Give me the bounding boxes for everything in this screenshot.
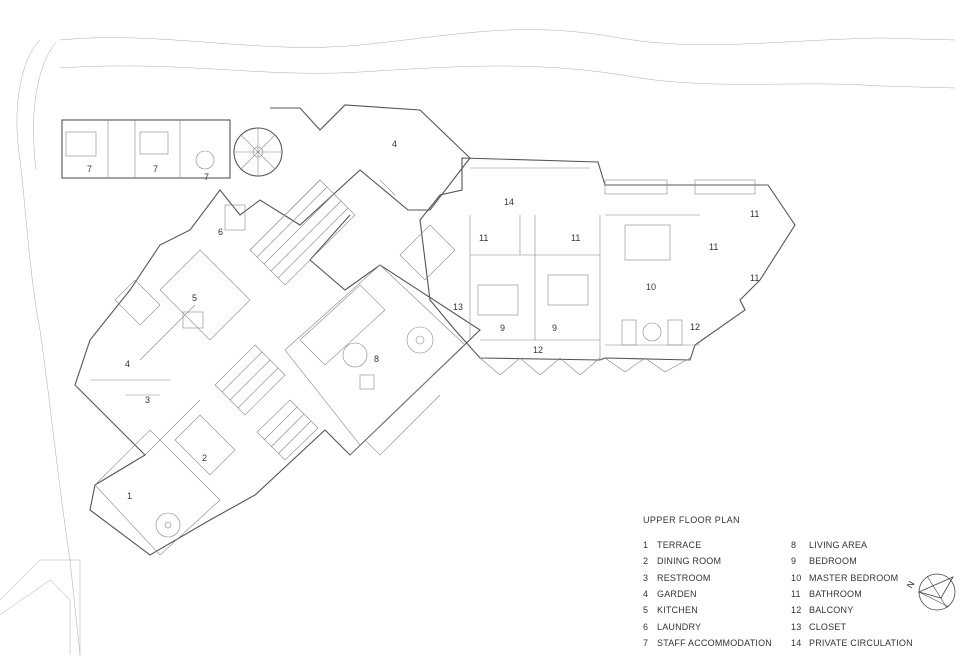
label-bathroom-5: 11	[750, 273, 759, 283]
label-staff-2: 7	[153, 164, 158, 174]
main-stairs	[114, 179, 456, 461]
site-curve-left-2	[33, 41, 57, 171]
label-staff-1: 7	[87, 164, 92, 174]
label-private-circulation: 14	[504, 197, 514, 207]
site-curve-top	[59, 29, 956, 48]
staff-accommodation-block	[61, 119, 231, 179]
main-wing-partitions	[90, 179, 396, 456]
balcony-bays	[349, 339, 700, 456]
bedroom-wing-partitions	[469, 167, 756, 360]
site-curve-left	[16, 39, 81, 656]
label-garden-1: 4	[392, 139, 397, 149]
label-laundry: 6	[218, 227, 223, 237]
label-terrace: 1	[127, 491, 132, 501]
north-label: N	[905, 579, 917, 590]
label-restroom: 3	[145, 395, 150, 405]
label-bedroom-2: 9	[552, 323, 557, 333]
label-bathroom-3: 11	[709, 242, 718, 252]
bedroom-wing-outline	[419, 157, 796, 361]
living-area-furniture	[284, 264, 466, 446]
main-wing-outline	[74, 104, 481, 556]
label-bedroom-1: 9	[500, 323, 505, 333]
label-closet: 13	[453, 302, 463, 312]
label-staff-3: 7	[204, 172, 209, 182]
plan-title: UPPER FLOOR PLAN	[643, 515, 740, 525]
label-balcony-1: 12	[533, 345, 543, 355]
label-kitchen: 5	[192, 293, 197, 303]
label-bathroom-2: 11	[571, 233, 580, 243]
label-balcony-2: 12	[690, 322, 700, 332]
terrace-furniture	[94, 429, 221, 556]
site-curve-top-2	[59, 65, 956, 89]
north-arrow-icon: N	[905, 573, 956, 611]
label-bathroom-4: 11	[750, 209, 759, 219]
kitchen-furniture	[159, 249, 251, 341]
label-master-bedroom: 10	[646, 282, 656, 292]
label-garden-2: 4	[125, 359, 130, 369]
label-living-area: 8	[374, 354, 379, 364]
site-corner-building	[0, 559, 81, 655]
spiral-stair	[233, 127, 283, 177]
label-dining-room: 2	[202, 453, 207, 463]
label-bathroom-1: 11	[479, 233, 488, 243]
dining-furniture	[174, 414, 236, 476]
